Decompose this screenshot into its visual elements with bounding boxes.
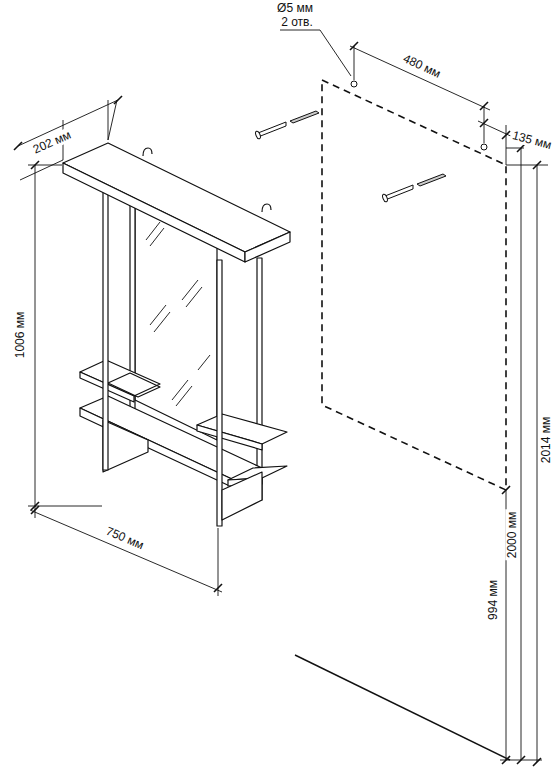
drawing-stroke	[517, 756, 525, 764]
drawing-stroke	[280, 30, 320, 31]
drawing-stroke	[320, 30, 351, 76]
drawing-stroke	[502, 486, 510, 494]
drawing-stroke	[63, 143, 290, 526]
drawing-stroke	[186, 287, 202, 307]
drawing-stroke	[150, 228, 164, 246]
drawing-stroke	[63, 163, 245, 262]
drawing-stroke	[14, 142, 22, 150]
drawing-stroke	[354, 46, 355, 80]
drawing-stroke	[30, 510, 222, 592]
drawing-stroke	[322, 80, 506, 490]
drawing-stroke	[255, 111, 446, 202]
drawing-stroke	[257, 258, 262, 500]
drawing-stroke	[182, 280, 198, 300]
dimension-label: 994 мм	[486, 578, 500, 622]
drawing-stroke	[480, 119, 488, 127]
drawing-stroke	[172, 380, 188, 400]
drawing-stroke	[214, 584, 222, 592]
drawing-stroke	[480, 102, 488, 110]
drawing-stroke	[521, 148, 522, 760]
drawing-stroke	[150, 305, 166, 325]
drawing-stroke	[154, 312, 170, 332]
drawing-stroke	[35, 165, 36, 506]
drawing-stroke	[176, 386, 192, 406]
drawing-stroke	[31, 506, 39, 514]
dimension-label: 2000 мм	[505, 510, 519, 561]
drawing-stroke	[28, 165, 62, 166]
drawing-stroke	[382, 194, 389, 203]
drawing-stroke	[350, 42, 358, 50]
dimension-label: Ø5 мм	[275, 1, 315, 15]
dimension-label: 135 мм	[509, 128, 553, 153]
drawing-stroke	[217, 260, 222, 526]
drawing-stroke	[385, 185, 413, 200]
dimension-label: 202 мм	[29, 127, 75, 158]
drawing-stroke	[108, 373, 160, 397]
drawing-stroke	[197, 425, 262, 450]
drawing-stroke	[222, 472, 262, 520]
drawing-stroke	[63, 143, 290, 252]
drawing-stroke	[218, 528, 219, 596]
drawing-stroke	[481, 144, 487, 150]
drawing-stroke	[533, 758, 541, 766]
drawing-stroke	[198, 355, 210, 370]
drawing-stroke	[506, 165, 548, 166]
drawing-stroke	[350, 46, 490, 110]
drawing-stroke	[255, 131, 262, 140]
drawing-stroke	[506, 125, 507, 165]
drawing-stroke	[258, 122, 286, 137]
drawing-stroke	[114, 96, 122, 104]
drawing-stroke	[146, 222, 210, 406]
drawing-stroke	[533, 161, 541, 169]
dimension-label: 750 мм	[102, 523, 148, 553]
drawing-stroke	[245, 232, 290, 262]
drawing-stroke	[108, 100, 109, 140]
drawing-stroke	[351, 81, 357, 87]
drawing-stroke	[502, 756, 510, 764]
dimension-label: 480 мм	[399, 50, 445, 81]
dimension-label: 2 отв.	[279, 15, 315, 29]
drawing-stroke	[262, 204, 271, 212]
drawing-stroke	[146, 222, 160, 240]
drawing-stroke	[417, 174, 446, 186]
drawing-stroke	[290, 111, 319, 123]
drawing-stroke	[103, 172, 108, 470]
drawing-stroke	[108, 100, 117, 140]
dimension-label: 1006 мм	[13, 310, 27, 361]
drawing-stroke	[18, 30, 548, 762]
drawing-stroke	[20, 160, 63, 180]
dimension-label: 2014 мм	[539, 415, 553, 466]
drawing-stroke	[31, 502, 39, 510]
drawing-stroke	[295, 655, 510, 760]
drawing-stroke	[14, 42, 541, 766]
drawing-stroke	[484, 106, 485, 143]
drawing-stroke	[31, 161, 39, 169]
drawing-stroke	[143, 148, 152, 156]
drawing-stroke	[103, 420, 148, 472]
drawing-stroke	[537, 165, 538, 762]
